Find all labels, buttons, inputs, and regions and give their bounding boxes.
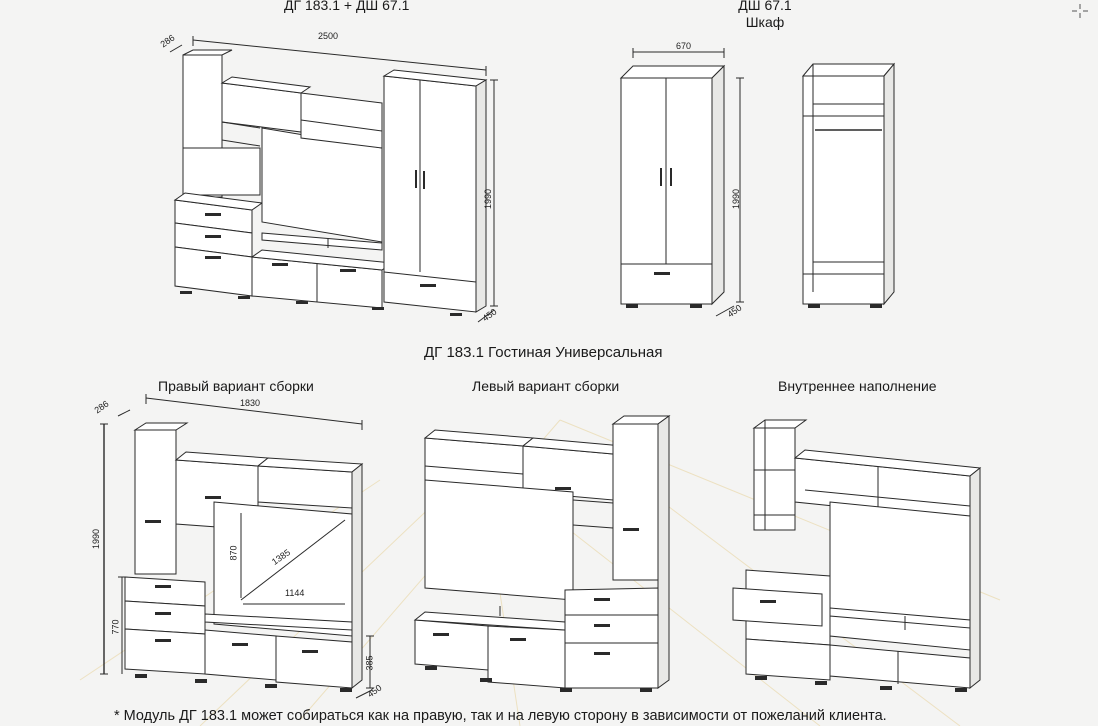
dim-height-1990-bottom: 1990 [91, 528, 102, 550]
dim-width-1830: 1830 [240, 398, 261, 408]
dim-height-770: 770 [110, 619, 121, 635]
variant-left-label: Левый вариант сборки [472, 378, 620, 394]
variant-inner-label: Внутреннее наполнение [778, 378, 937, 394]
top-right-title: ДШ 67.1 [738, 0, 792, 13]
dim-base-385: 385 [364, 655, 375, 671]
top-left-drawing [169, 36, 498, 323]
left-assembly-drawing [413, 415, 671, 692]
crosshair-icon [1072, 4, 1088, 18]
footnote: * Модуль ДГ 183.1 может собираться как н… [114, 708, 887, 724]
top-left-title: ДГ 183.1 + ДШ 67.1 [284, 0, 410, 13]
dim-niche-870: 870 [228, 545, 239, 561]
wardrobe-open-drawing [801, 62, 896, 308]
wardrobe-closed-drawing [619, 48, 744, 317]
middle-title: ДГ 183.1 Гостиная Универсальная [424, 344, 663, 361]
right-assembly-drawing [100, 394, 374, 699]
dim-width-670: 670 [676, 41, 692, 51]
variant-right-label: Правый вариант сборки [158, 378, 314, 394]
inner-filling-drawing [732, 419, 982, 692]
dim-niche-width-1144: 1144 [285, 588, 305, 598]
dim-height-1990-top: 1990 [483, 188, 494, 210]
dim-width-2500: 2500 [318, 31, 339, 41]
top-right-subtitle: Шкаф [745, 14, 785, 30]
dim-height-1990-wardrobe: 1990 [731, 188, 742, 210]
